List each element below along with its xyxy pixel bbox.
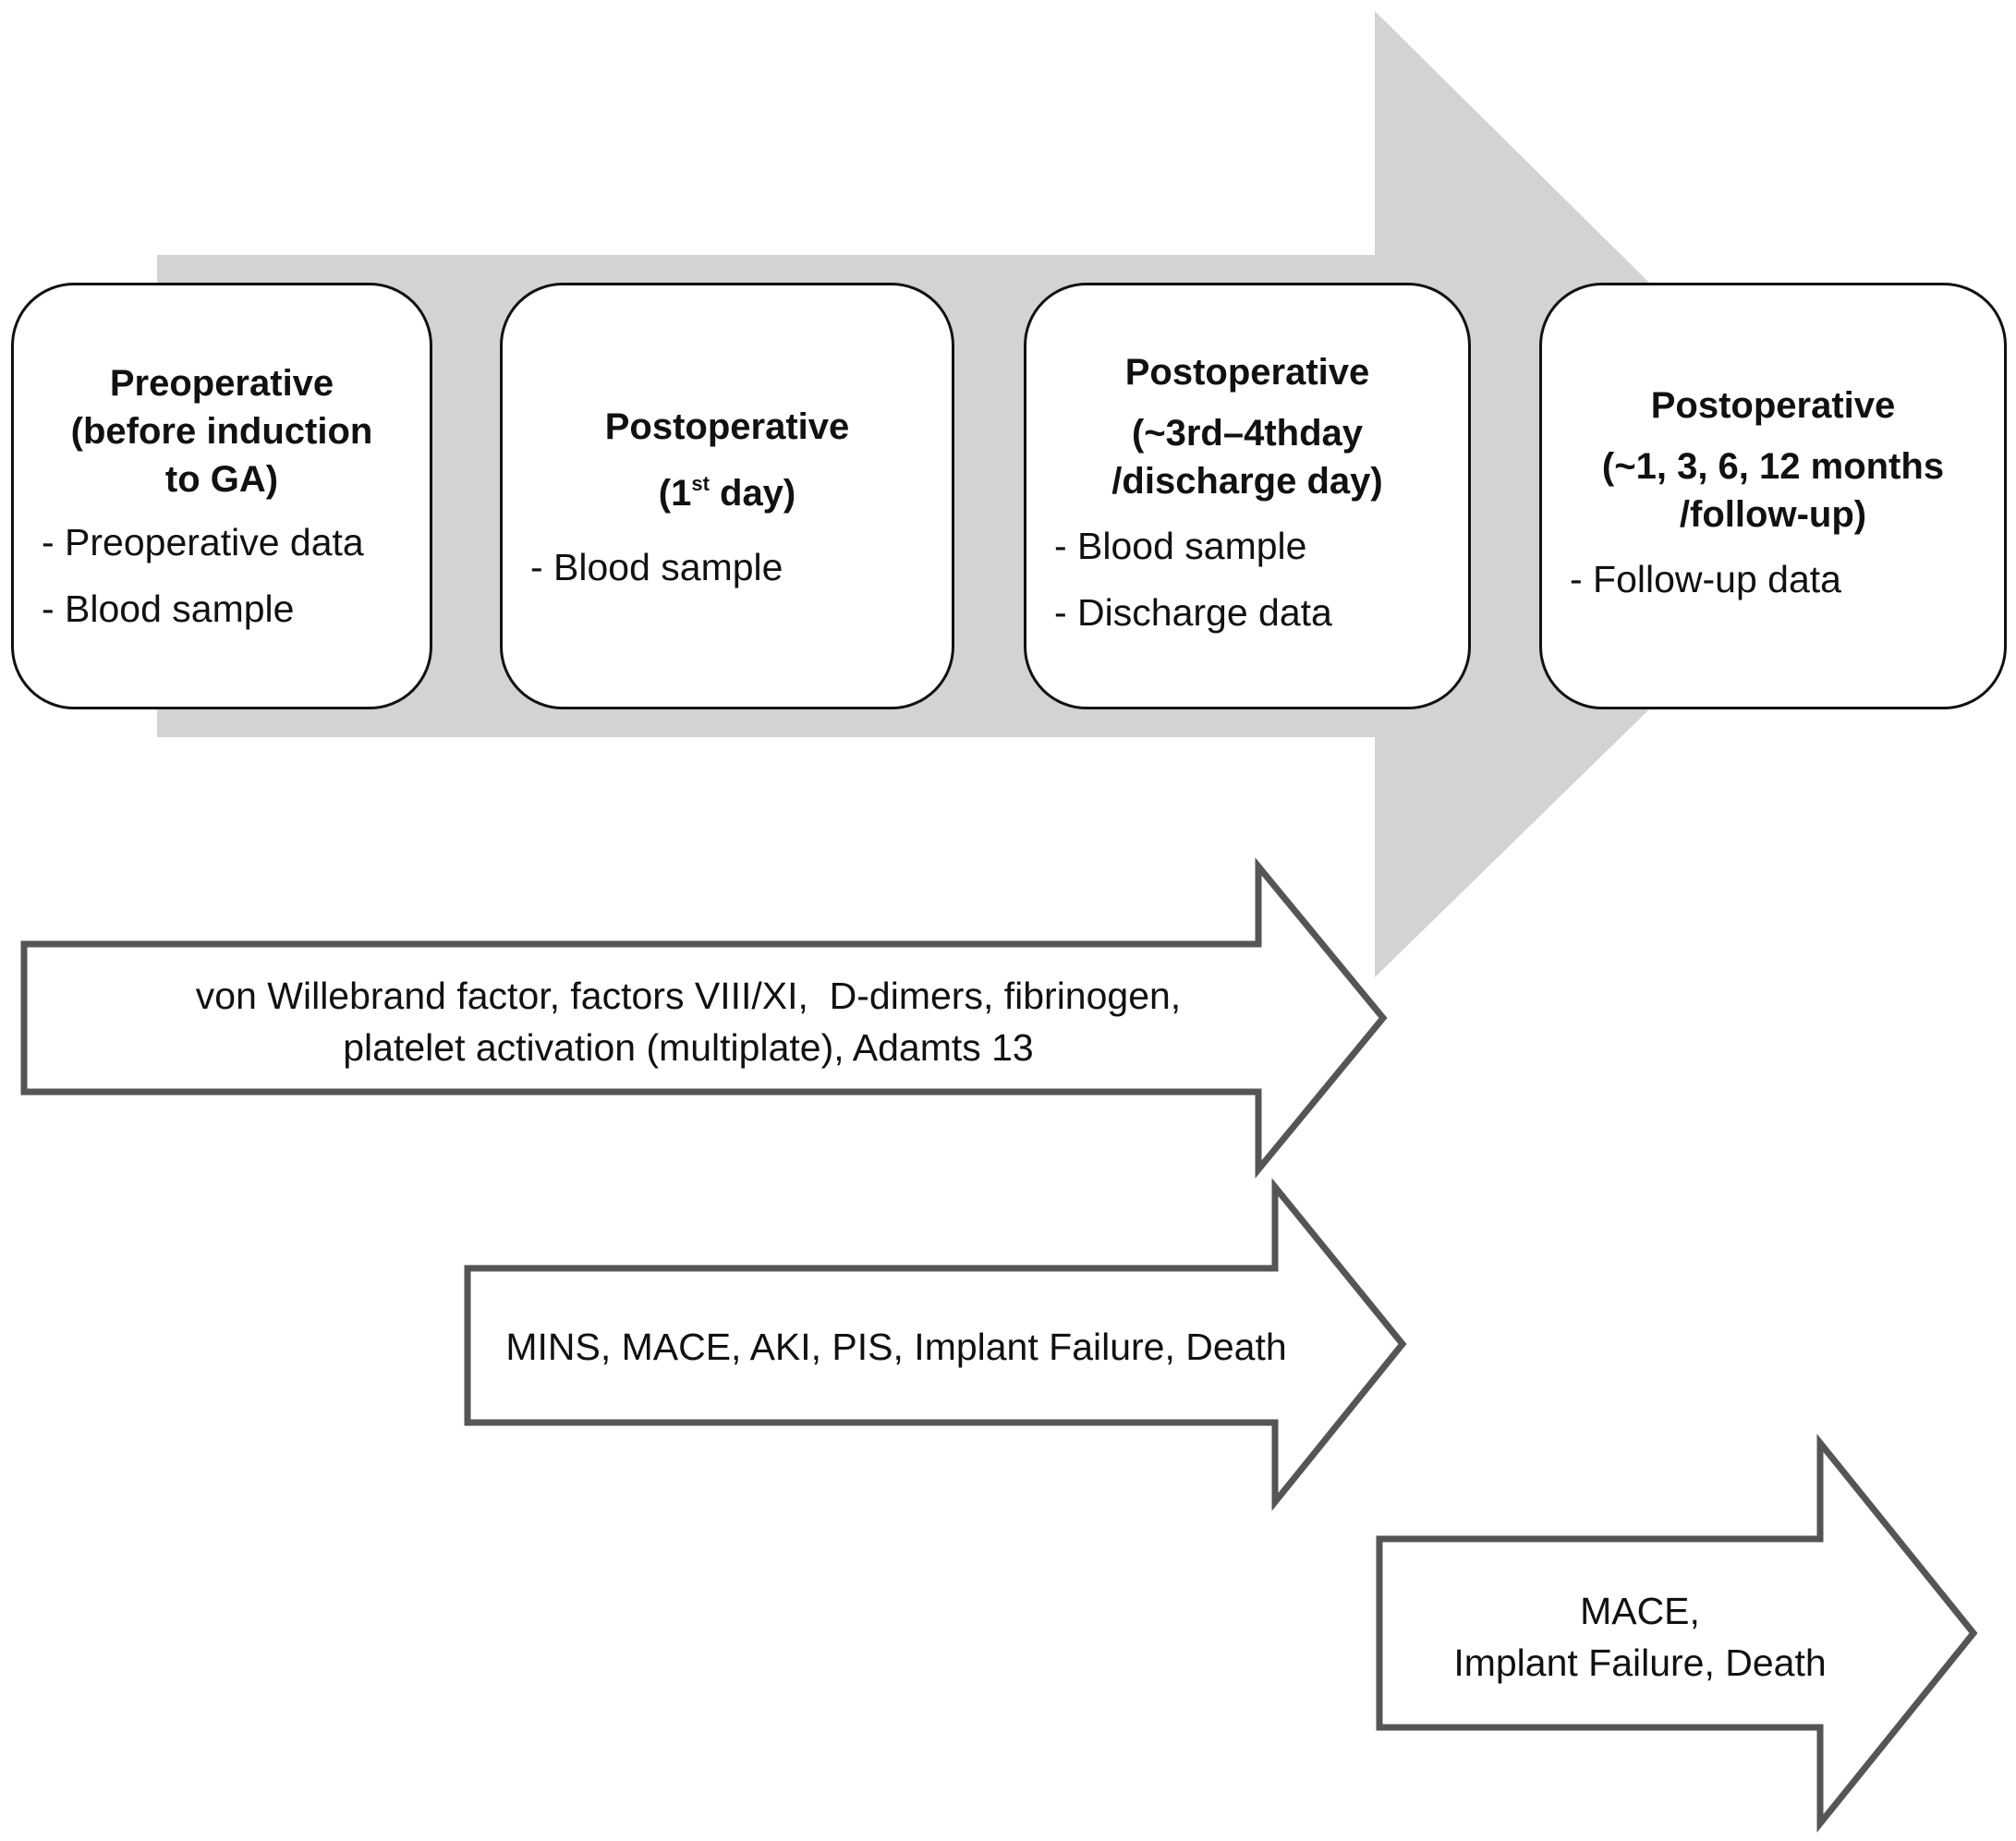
outcomes-arrow — [464, 1178, 1407, 1511]
stage-title-line: /follow-up) — [1679, 494, 1867, 535]
stage-box-preoperative: Preoperative (before induction to GA) - … — [11, 283, 432, 709]
stage-title-line: Postoperative — [604, 406, 850, 447]
stage-box-postop-day1: Postoperative (1st day) - Blood sample — [500, 283, 954, 709]
longterm-line-2: Implant Failure, Death — [1453, 1641, 1827, 1684]
stage-item: - Discharge data — [1054, 591, 1332, 634]
markers-line-1: von Willebrand factor, factors VIII/XI, … — [195, 975, 1182, 1017]
longterm-arrow-label: MACE, Implant Failure, Death — [1386, 1585, 1894, 1689]
markers-arrow — [20, 857, 1388, 1179]
stage-item: - Blood sample — [1054, 525, 1307, 567]
markers-arrow-label: von Willebrand factor, factors VIII/XI, … — [37, 970, 1340, 1073]
outcomes-arrow-label: MINS, MACE, AKI, PIS, Implant Failure, D… — [480, 1321, 1312, 1373]
stage-item: - Blood sample — [530, 546, 783, 588]
stage-title-line: /discharge day) — [1111, 461, 1383, 502]
stage-title-line: (before induction — [70, 411, 373, 452]
stage-item: - Preoperative data — [42, 521, 364, 563]
longterm-arrow — [1376, 1434, 1978, 1833]
stage-title-fragment: (1 — [658, 473, 692, 514]
markers-line-2: platelet activation (multiplate), Adamts… — [343, 1026, 1034, 1069]
stage-title-postop-followup: Postoperative (~1, 3, 6, 12 months /foll… — [1570, 382, 1976, 539]
stage-box-postop-discharge: Postoperative (~3rd–4thday /discharge da… — [1024, 283, 1471, 709]
stage-title-line: (~1, 3, 6, 12 months — [1601, 446, 1945, 487]
stage-title-line: Postoperative — [1124, 352, 1370, 393]
stage-title-line: Postoperative — [1650, 385, 1896, 426]
stage-items-preoperative: - Preoperative data - Blood sample — [42, 509, 402, 642]
stage-items-postop-day1: - Blood sample — [530, 534, 924, 600]
stage-title-postop-day1: Postoperative (1st day) — [530, 403, 924, 517]
stage-title-line: to GA) — [164, 459, 279, 500]
stage-box-postop-followup: Postoperative (~1, 3, 6, 12 months /foll… — [1539, 283, 2007, 709]
stage-item: - Follow-up data — [1570, 558, 1841, 600]
stage-title-line: Preoperative — [109, 363, 334, 404]
outcomes-line-1: MINS, MACE, AKI, PIS, Implant Failure, D… — [505, 1326, 1287, 1368]
longterm-line-1: MACE, — [1580, 1590, 1700, 1632]
stage-items-postop-followup: - Follow-up data — [1570, 546, 1976, 612]
stage-title-fragment: day) — [709, 473, 796, 514]
stage-title-line: (~3rd–4thday — [1131, 413, 1364, 454]
stage-item: - Blood sample — [42, 587, 295, 630]
stage-title-postop-discharge: Postoperative (~3rd–4thday /discharge da… — [1054, 348, 1440, 505]
stage-title-preoperative: Preoperative (before induction to GA) — [42, 359, 402, 503]
stage-items-postop-discharge: - Blood sample - Discharge data — [1054, 513, 1440, 646]
stage-title-line: (1st day) — [530, 469, 924, 517]
ordinal-suffix: st — [691, 472, 710, 495]
